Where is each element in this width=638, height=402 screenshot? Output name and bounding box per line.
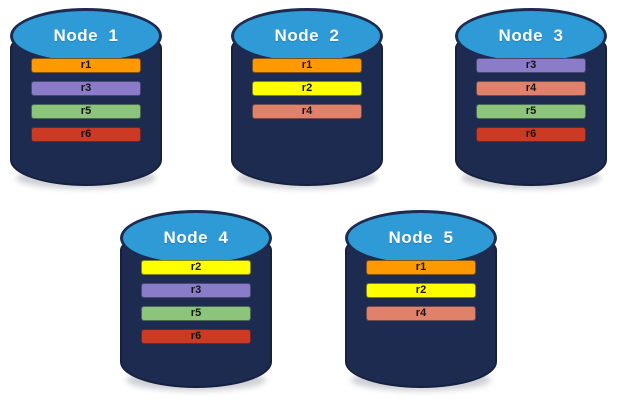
node-cylinder-2[interactable]: Node 2 r1 r2 r4 xyxy=(231,8,383,189)
replica-label: r6 xyxy=(80,128,92,140)
replica-bar[interactable]: r2 xyxy=(141,260,251,275)
cylinder-top: Node 2 xyxy=(231,8,383,64)
node-label: Node 5 xyxy=(388,228,454,247)
replica-bar[interactable]: r3 xyxy=(476,58,586,73)
replica-list: r2 r3 r5 r6 xyxy=(120,260,272,344)
cylinder-top: Node 3 xyxy=(455,8,607,64)
replica-list: r1 r2 r4 xyxy=(345,260,497,321)
replica-label: r4 xyxy=(301,105,313,117)
node-cylinder-5[interactable]: Node 5 r1 r2 r4 xyxy=(345,210,497,391)
replica-bar[interactable]: r2 xyxy=(252,81,362,96)
cylinder-top: Node 5 xyxy=(345,210,497,266)
replica-list: r1 r3 r5 r6 xyxy=(10,58,162,142)
replica-label: r1 xyxy=(301,59,313,71)
node-label: Node 3 xyxy=(498,26,564,45)
replica-label: r6 xyxy=(525,128,537,140)
cylinder-top: Node 1 xyxy=(10,8,162,64)
replica-label: r5 xyxy=(80,105,92,117)
node-cylinder-3[interactable]: Node 3 r3 r4 r5 r6 xyxy=(455,8,607,189)
replica-bar[interactable]: r6 xyxy=(141,329,251,344)
node-label: Node 1 xyxy=(53,26,119,45)
node-label: Node 2 xyxy=(274,26,340,45)
replica-label: r6 xyxy=(190,330,202,342)
replica-label: r1 xyxy=(415,261,427,273)
replica-bar[interactable]: r4 xyxy=(476,81,586,96)
replica-bar[interactable]: r1 xyxy=(366,260,476,275)
replica-list: r1 r2 r4 xyxy=(231,58,383,119)
replica-bar[interactable]: r6 xyxy=(31,127,141,142)
replica-bar[interactable]: r4 xyxy=(366,306,476,321)
node-label: Node 4 xyxy=(163,228,229,247)
cylinder-top: Node 4 xyxy=(120,210,272,266)
replica-label: r5 xyxy=(525,105,537,117)
replica-label: r4 xyxy=(415,307,427,319)
replica-label: r3 xyxy=(525,59,537,71)
replica-bar[interactable]: r6 xyxy=(476,127,586,142)
node-cylinder-4[interactable]: Node 4 r2 r3 r5 r6 xyxy=(120,210,272,391)
replica-bar[interactable]: r5 xyxy=(141,306,251,321)
replica-bar[interactable]: r3 xyxy=(141,283,251,298)
replica-label: r5 xyxy=(190,307,202,319)
replica-label: r2 xyxy=(415,284,427,296)
replica-bar[interactable]: r5 xyxy=(476,104,586,119)
replica-label: r2 xyxy=(301,82,313,94)
replica-bar[interactable]: r2 xyxy=(366,283,476,298)
replica-label: r2 xyxy=(190,261,202,273)
replica-label: r1 xyxy=(80,59,92,71)
replica-label: r4 xyxy=(525,82,537,94)
replica-bar[interactable]: r1 xyxy=(252,58,362,73)
replica-bar[interactable]: r4 xyxy=(252,104,362,119)
replica-list: r3 r4 r5 r6 xyxy=(455,58,607,142)
replica-bar[interactable]: r5 xyxy=(31,104,141,119)
replica-bar[interactable]: r3 xyxy=(31,81,141,96)
replica-label: r3 xyxy=(190,284,202,296)
node-cylinder-1[interactable]: Node 1 r1 r3 r5 r6 xyxy=(10,8,162,189)
replica-bar[interactable]: r1 xyxy=(31,58,141,73)
replica-label: r3 xyxy=(80,82,92,94)
